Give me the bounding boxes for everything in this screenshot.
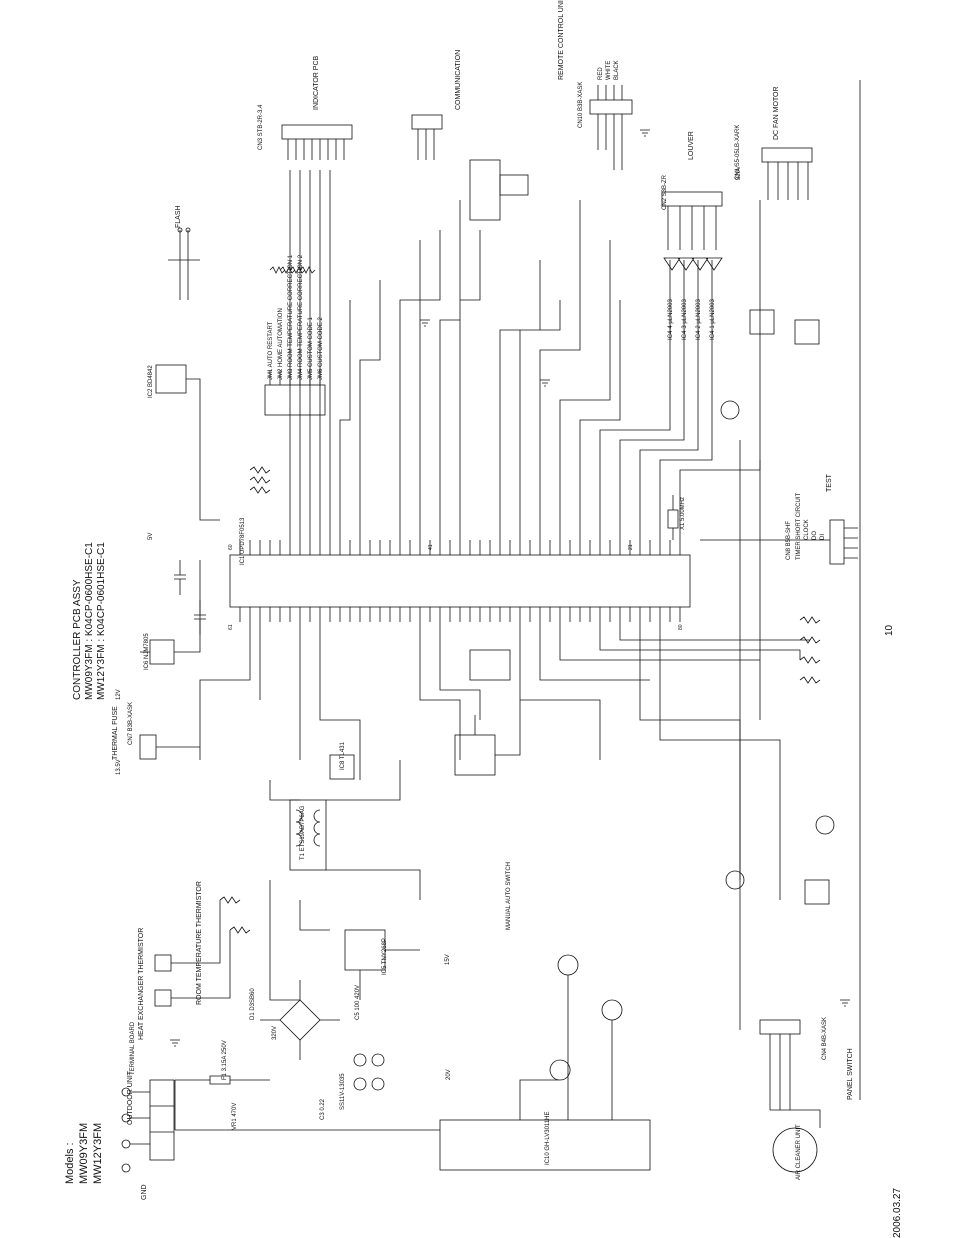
ic3-body: [454, 734, 496, 776]
ic8-body: [329, 754, 355, 780]
ic1-body: [229, 554, 691, 608]
bridge-rectifier: [279, 999, 321, 1041]
q4-transistor: [725, 870, 745, 890]
ic6-body: [149, 639, 175, 665]
test-connector: [829, 519, 845, 565]
panel-switch-connector: [759, 1019, 801, 1035]
ic14-photocoupler: [804, 879, 830, 905]
heat-exchanger-thermistor: [154, 954, 172, 972]
supply-320v-a: 320V: [272, 1025, 278, 1040]
q1-transistor: [601, 999, 623, 1021]
lower-bus-lines: [199, 622, 810, 900]
ic2-body: [155, 364, 187, 394]
svg-text:80: 80: [678, 624, 684, 630]
supply-15v: 15V: [445, 954, 451, 965]
t1-transformer: [289, 799, 327, 871]
ic1-pins: [239, 540, 681, 622]
supply-5v-a: 5V: [148, 532, 154, 540]
svg-text:60: 60: [228, 544, 234, 550]
ss11-coil-1: [371, 1053, 385, 1067]
upper-bus-lines: [289, 170, 761, 540]
supply-12v: 12V: [116, 689, 122, 700]
ground-symbols: [170, 129, 850, 1047]
crystal-x1: [667, 509, 679, 529]
air-cleaner-unit: [772, 1127, 818, 1173]
cn3-connector: [281, 124, 353, 140]
ic10-body: [439, 1119, 651, 1171]
supply-13-5v: 13.5V: [116, 759, 122, 775]
svg-text:41: 41: [428, 544, 434, 550]
svg-text:61: 61: [228, 624, 234, 630]
q2-transistor: [557, 954, 579, 976]
flash-header: [168, 230, 200, 300]
thermal-fuse-connector: [139, 734, 157, 760]
comm-connector: [411, 114, 443, 130]
fan-connector: [761, 147, 813, 163]
q8-transistor: [720, 400, 740, 420]
louver-connector: [661, 191, 723, 207]
ic5-body: [344, 929, 386, 971]
ic13-photocoupler: [794, 319, 820, 345]
supply-320v-b: 320V: [736, 165, 742, 180]
q22-transistor: [815, 815, 835, 835]
jumper-block: [264, 370, 326, 416]
room-temp-thermistor: [154, 989, 172, 1007]
terminal-board: [149, 1079, 175, 1161]
ic12-photocoupler: [749, 309, 775, 335]
supply-20v: 20V: [446, 1069, 452, 1080]
svg-text:21: 21: [628, 544, 634, 550]
remote-connector: [589, 99, 633, 115]
